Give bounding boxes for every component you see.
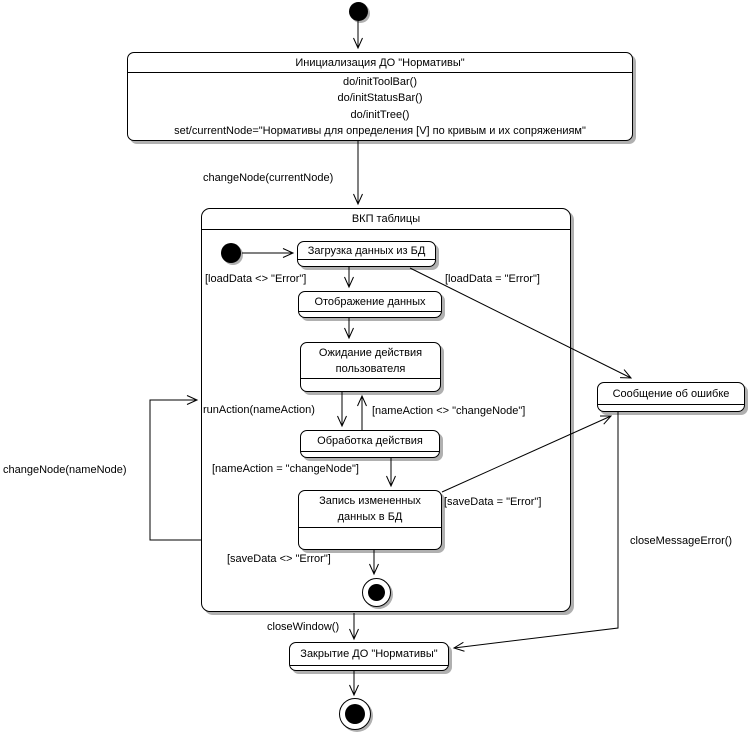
state-save-data-title: Запись измененных данных в БД [299,491,441,528]
composite-state-vkp[interactable]: ВКП таблицы [201,208,571,612]
state-init-action: do/initStatusBar() [337,92,423,105]
state-init[interactable]: Инициализация ДО "Нормативы" do/initTool… [127,52,633,141]
final-state-inner-core [368,584,385,601]
initial-state-inner[interactable] [221,243,241,263]
state-display-data[interactable]: Отображение данных [298,291,442,318]
state-init-title: Инициализация ДО "Нормативы" [128,53,632,73]
state-wait-action-title: Ожидание действия пользователя [301,343,440,379]
final-state-bottom[interactable] [339,698,371,730]
state-close[interactable]: Закрытие ДО "Нормативы" [289,642,449,671]
state-load-data-title: Загрузка данных из БД [298,242,435,260]
state-init-actions: do/initToolBar() do/initStatusBar() do/i… [128,73,632,140]
state-process-action-title: Обработка действия [301,431,439,452]
state-process-action[interactable]: Обработка действия [300,430,440,458]
state-load-data[interactable]: Загрузка данных из БД [297,241,436,267]
state-init-action: do/initTree() [350,108,410,121]
final-state-bottom-core [345,704,365,724]
state-init-action: do/initToolBar() [343,76,417,89]
state-wait-action[interactable]: Ожидание действия пользователя [300,342,441,392]
composite-state-title: ВКП таблицы [202,209,570,230]
state-close-title: Закрытие ДО "Нормативы" [290,643,448,666]
state-display-data-title: Отображение данных [299,292,441,312]
state-save-data[interactable]: Запись измененных данных в БД [298,490,442,550]
state-init-action: set/currentNode="Нормативы для определен… [174,124,586,137]
state-error-message[interactable]: Сообщение об ошибке [597,382,745,412]
state-error-message-title: Сообщение об ошибке [598,383,744,405]
final-state-inner[interactable] [362,578,391,607]
initial-state-top[interactable] [349,2,368,21]
